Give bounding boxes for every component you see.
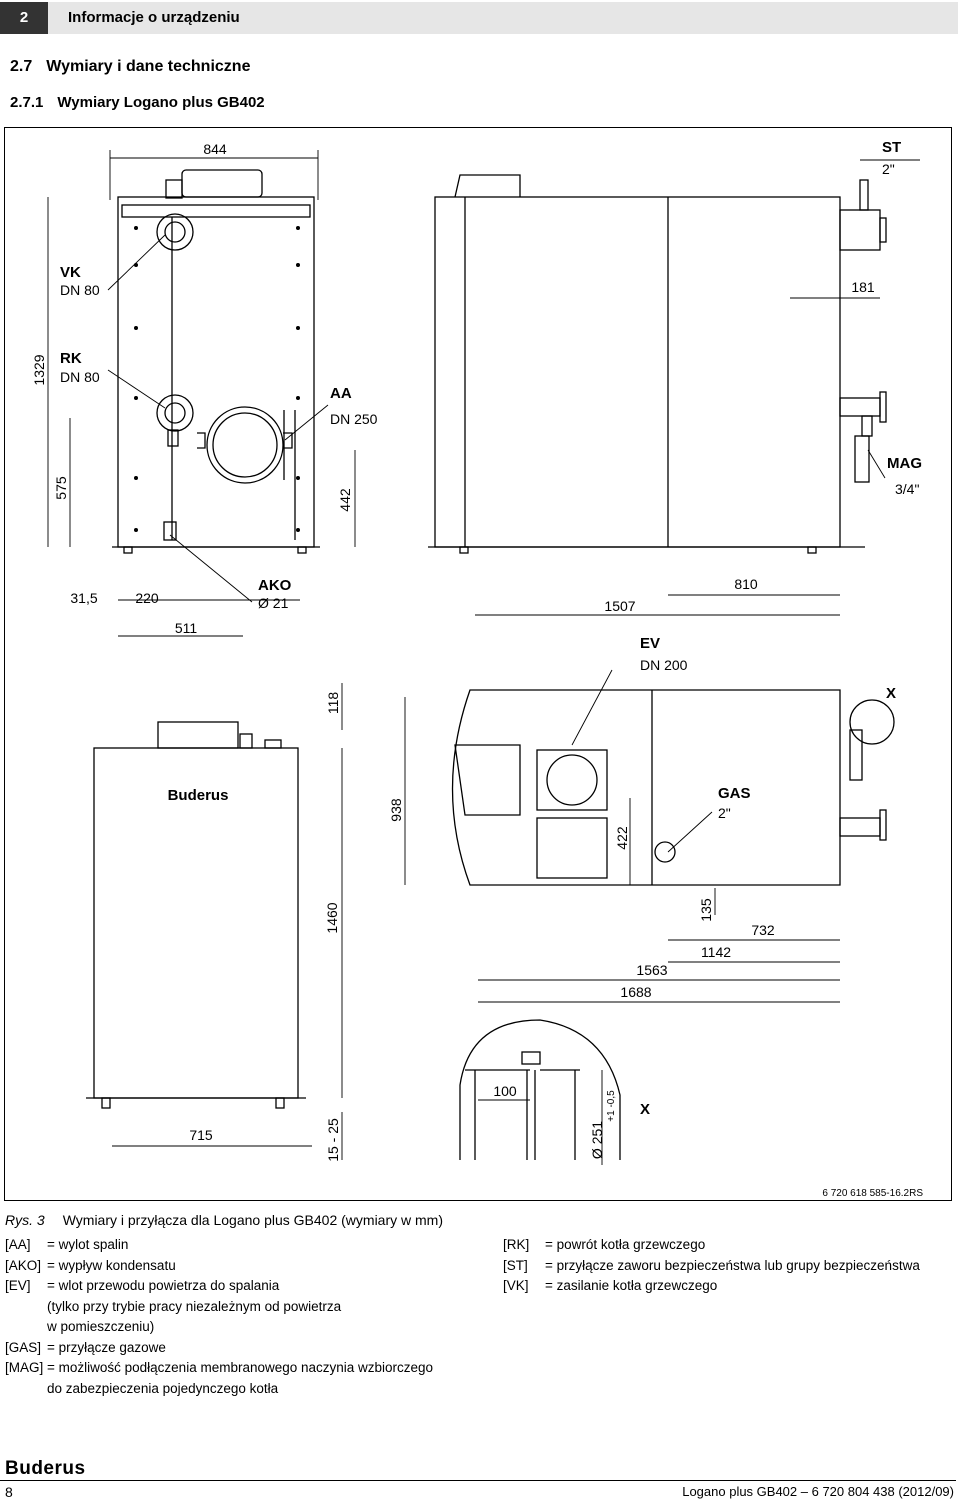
top-view [451,689,895,886]
legend-item: [VK]= zasilanie kotła grzewczego [503,1278,718,1293]
boiler-brand-logo: Buderus [168,787,229,804]
label-vk-size: DN 80 [60,282,100,298]
figure-ref-code: 6 720 618 585-16.2RS [822,1188,923,1199]
legend-item: w pomieszczeniu) [47,1319,155,1334]
dimension-lines [47,150,920,1165]
legend-item: [EV]= wlot przewodu powietrza do spalani… [5,1278,280,1293]
detail-x [459,1019,621,1160]
page-number: 8 [5,1484,13,1500]
dim-1507: 1507 [604,598,635,614]
dim-1329: 1329 [31,354,47,385]
subsection-number: 2.7.1 [10,94,44,111]
legend-left: [AA]= wylot spalin [AKO]= wypływ kondens… [5,1235,475,1399]
dim-1563: 1563 [636,962,667,978]
label-ev: EV [640,635,660,652]
dim-135: 135 [698,898,714,922]
dim-732: 732 [751,922,775,938]
label-mag: MAG [887,455,922,472]
front-view-dots [134,226,300,532]
subsection-title: Wymiary Logano plus GB402 [57,94,265,111]
label-mag-size: 3/4" [895,481,919,497]
label-gas: GAS [718,785,751,802]
legend-item: do zabezpieczenia pojedynczego kotła [47,1380,279,1396]
figure-caption: Rys. 3 Wymiary i przyłącza dla Logano plu… [5,1212,461,1228]
dim-1142: 1142 [701,944,731,960]
dim-251-diameter: Ø 251 [589,1121,605,1159]
legend-item: [MAG]= możliwość podłączenia membranoweg… [5,1360,434,1375]
dim-tolerance: +1 -0,5 [606,1090,617,1122]
label-rk-size: DN 80 [60,369,100,385]
label-rk: RK [60,350,82,367]
dim-100: 100 [493,1083,517,1099]
dim-511: 511 [175,620,198,636]
label-ako: AKO [258,577,292,594]
dim-442: 442 [337,488,353,512]
dim-118: 118 [325,692,341,715]
chapter-header: 2 Informacje o urządzeniu [0,2,958,34]
front-view [112,169,320,554]
dim-715: 715 [189,1127,213,1143]
dim-15-25: 15 - 25 [325,1118,341,1162]
legend-item: [AA]= wylot spalin [5,1237,129,1252]
chapter-title: Informacje o urządzeniu [68,9,240,26]
label-st: ST [882,139,901,156]
brand-logo: Buderus [5,1458,86,1479]
chapter-number: 2 [0,2,48,34]
legend-right: [RK]= powrót kotła grzewczego [ST]= przy… [503,1235,953,1297]
label-x-top: X [886,685,896,702]
figure-frame [4,127,952,1201]
legend-item: [GAS]= przyłącze gazowe [5,1339,166,1355]
subsection-heading: 2.7.1 Wymiary Logano plus GB402 [10,94,279,111]
side-view [428,174,887,554]
legend-item: [RK]= powrót kotła grzewczego [503,1237,706,1252]
section-title: Wymiary i dane techniczne [46,58,251,75]
section-number: 2.7 [10,58,33,75]
dim-938: 938 [388,798,404,822]
front-elevation [86,721,306,1109]
label-aa-size: DN 250 [330,411,378,427]
label-aa: AA [330,385,352,402]
label-vk: VK [60,264,81,281]
label-x-detail: X [640,1101,650,1118]
dim-844: 844 [203,141,227,157]
legend-item: [ST]= przyłącze zaworu bezpieczeństwa lu… [503,1257,920,1273]
dim-422: 422 [614,826,630,850]
dim-181: 181 [851,279,875,295]
dim-810: 810 [734,576,758,592]
caption-prefix: Rys. 3 [5,1212,45,1228]
dim-31-5: 31,5 [70,590,97,606]
dim-220: 220 [135,590,159,606]
caption-text: Wymiary i przyłącza dla Logano plus GB40… [62,1212,444,1228]
dim-1460: 1460 [324,902,340,933]
label-ako-size: Ø 21 [258,595,289,611]
label-ev-size: DN 200 [640,657,688,673]
dim-1688: 1688 [620,984,651,1000]
label-gas-size: 2" [718,805,731,821]
section-heading: 2.7 Wymiary i dane techniczne [10,58,264,76]
legend-item: (tylko przy trybie pracy niezależnym od … [47,1298,342,1314]
footer-divider [0,1480,956,1481]
legend-item: [AKO]= wypływ kondensatu [5,1257,176,1273]
document-reference: Logano plus GB402 – 6 720 804 438 (2012/… [682,1484,954,1499]
label-st-size: 2" [882,161,895,177]
dim-575: 575 [53,476,69,500]
